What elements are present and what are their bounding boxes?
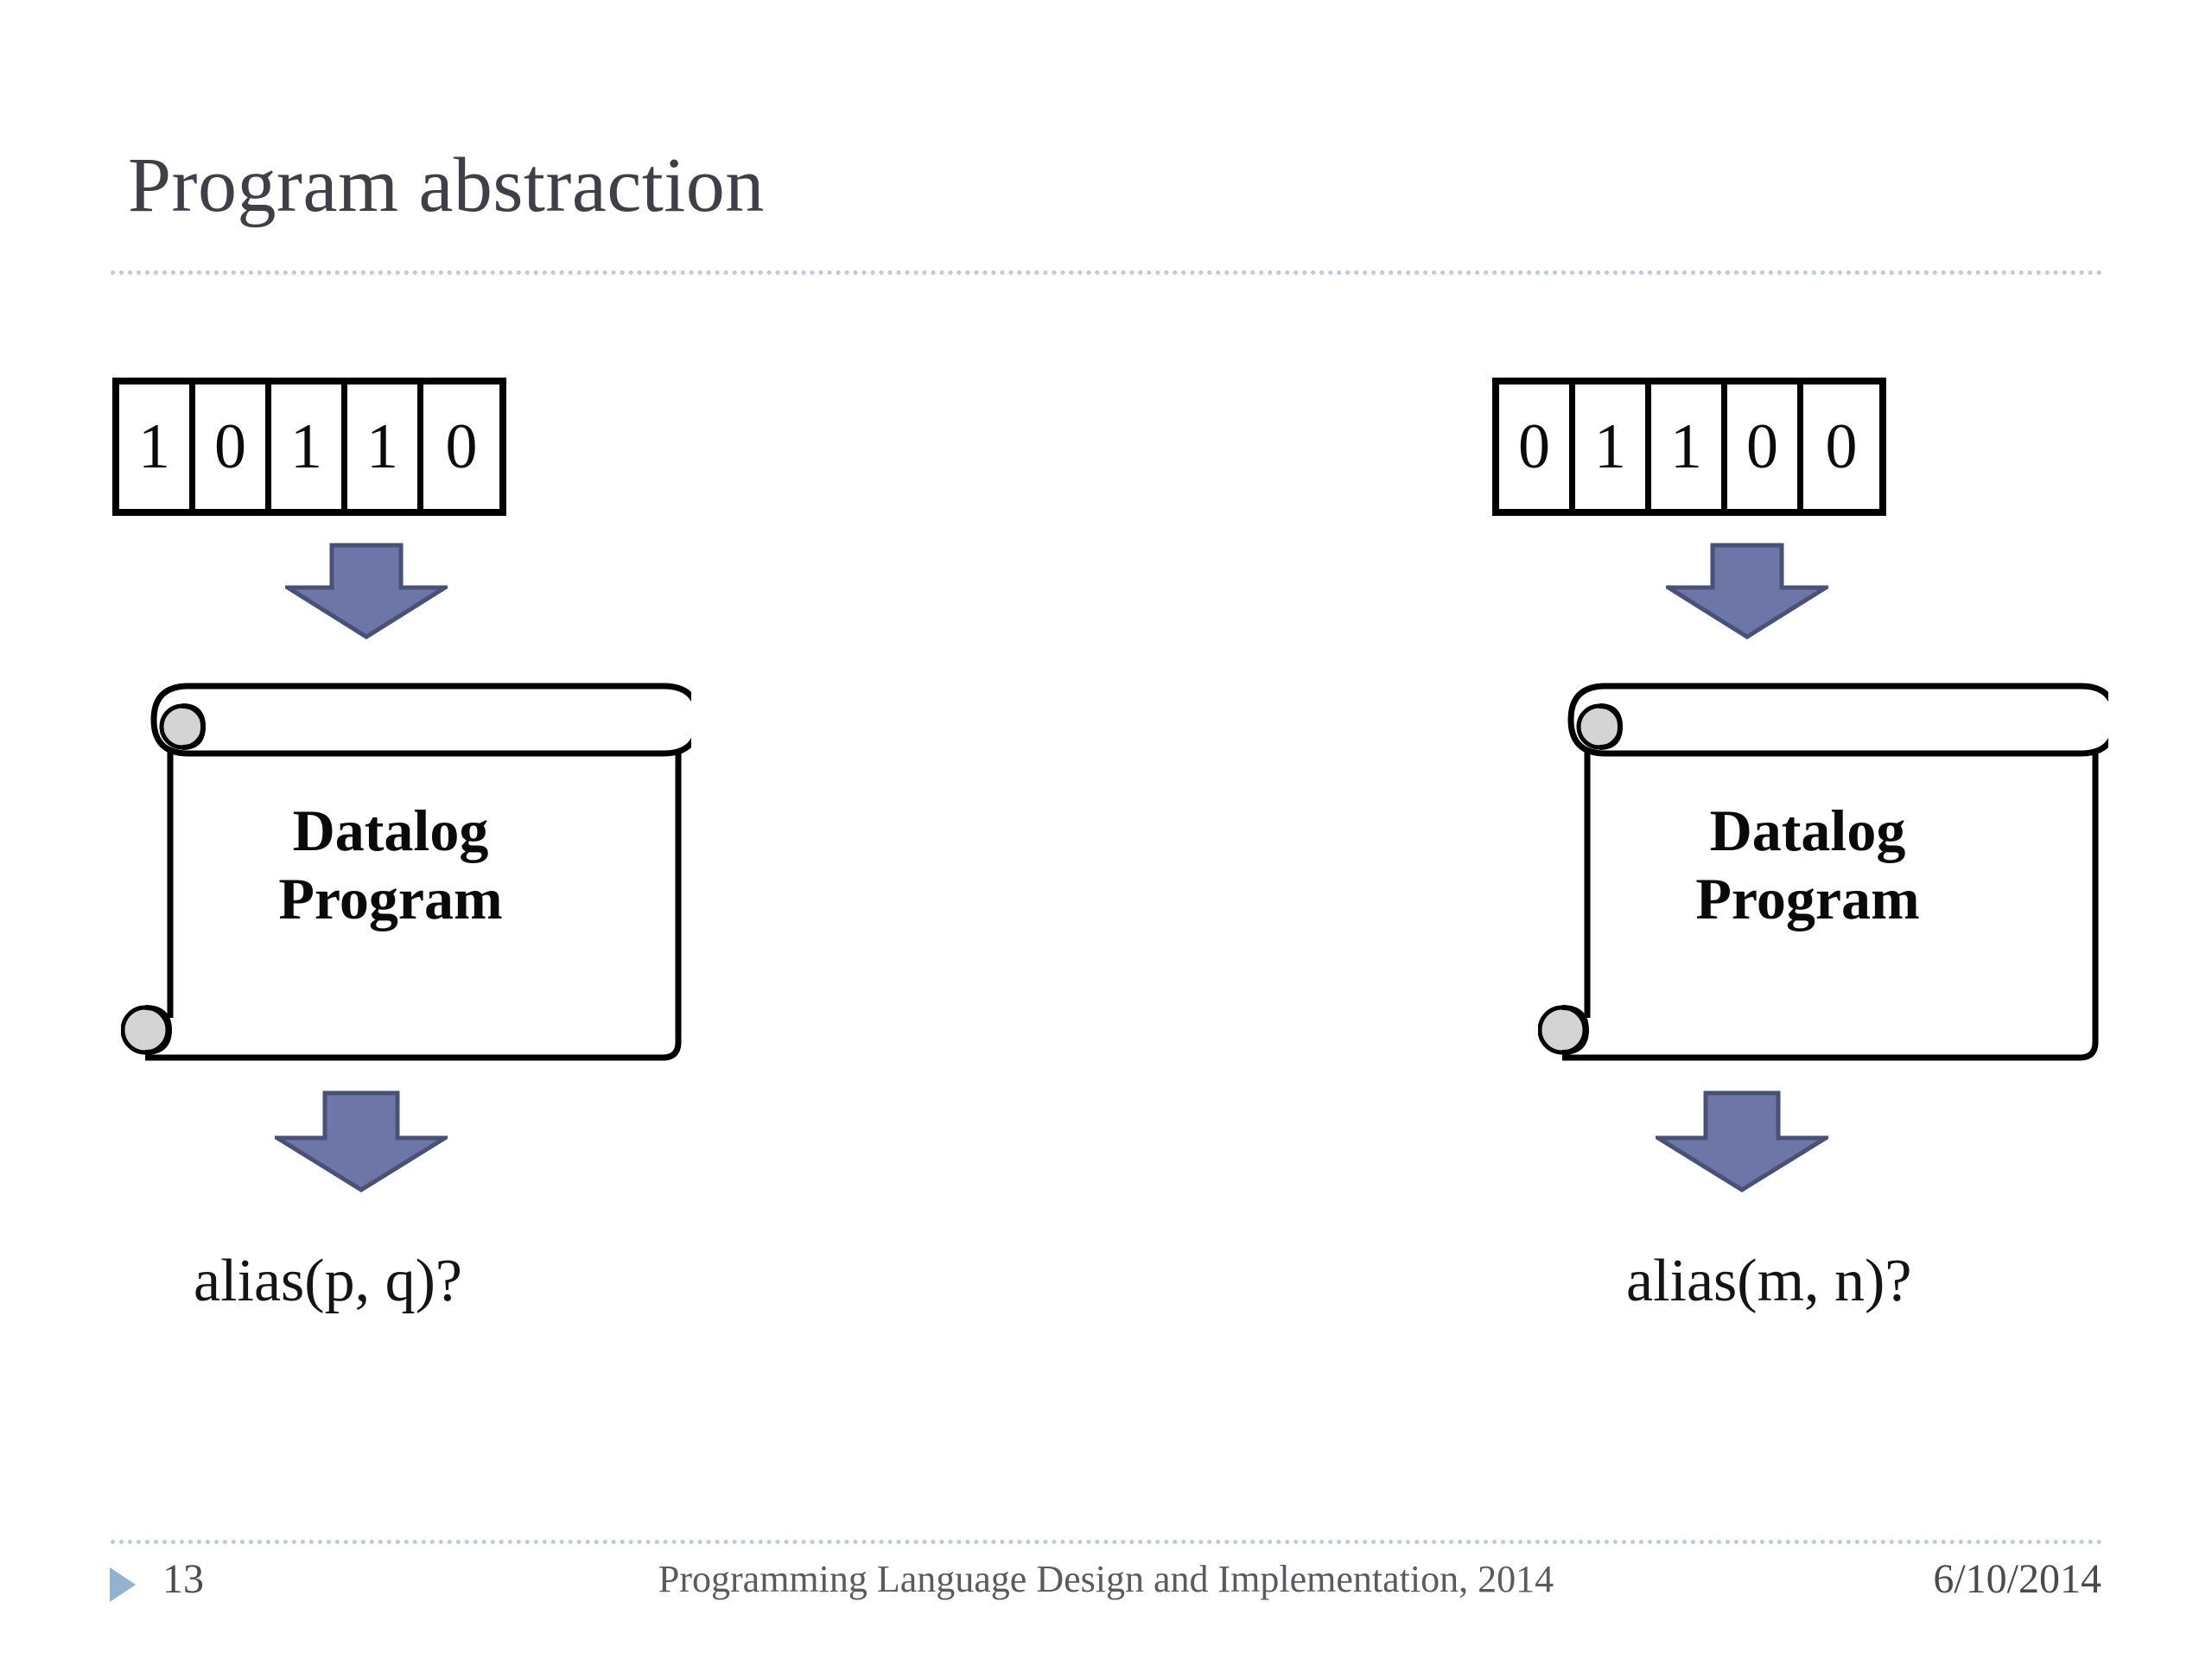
scroll-document-icon: Datalog Program [1537, 679, 2119, 1068]
bit-cell: 0 [1825, 411, 1858, 482]
bit-cell: 1 [347, 385, 423, 509]
down-arrow-icon [1661, 543, 1834, 639]
bit-array-right: 0 1 1 0 0 [1492, 378, 1886, 516]
footer-date: 6/10/2014 [1933, 1556, 2101, 1602]
scroll-document-icon: Datalog Program [120, 679, 702, 1068]
bit-cell: 0 [1727, 385, 1803, 509]
footer-divider [111, 1540, 2103, 1544]
slide-number: 13 [162, 1556, 204, 1602]
query-label-left: alias(p, q)? [194, 1248, 462, 1314]
down-arrow-icon [270, 1090, 453, 1192]
triangle-right-icon [110, 1567, 136, 1602]
bit-cell: 1 [1651, 385, 1727, 509]
bit-cell: 0 [1499, 385, 1575, 509]
bit-cell: 1 [271, 385, 347, 509]
page-title: Program abstraction [128, 143, 765, 228]
footer-center-text: Programming Language Design and Implemen… [658, 1558, 1554, 1600]
bit-cell: 1 [119, 385, 195, 509]
bit-cell: 1 [1575, 385, 1651, 509]
bit-array-left: 1 0 1 1 0 [112, 378, 506, 516]
down-arrow-icon [280, 543, 453, 639]
bit-cell: 0 [445, 411, 478, 482]
down-arrow-icon [1650, 1090, 1834, 1192]
title-divider [111, 270, 2103, 275]
bit-cell: 0 [195, 385, 271, 509]
query-label-right: alias(m, n)? [1626, 1248, 1912, 1314]
